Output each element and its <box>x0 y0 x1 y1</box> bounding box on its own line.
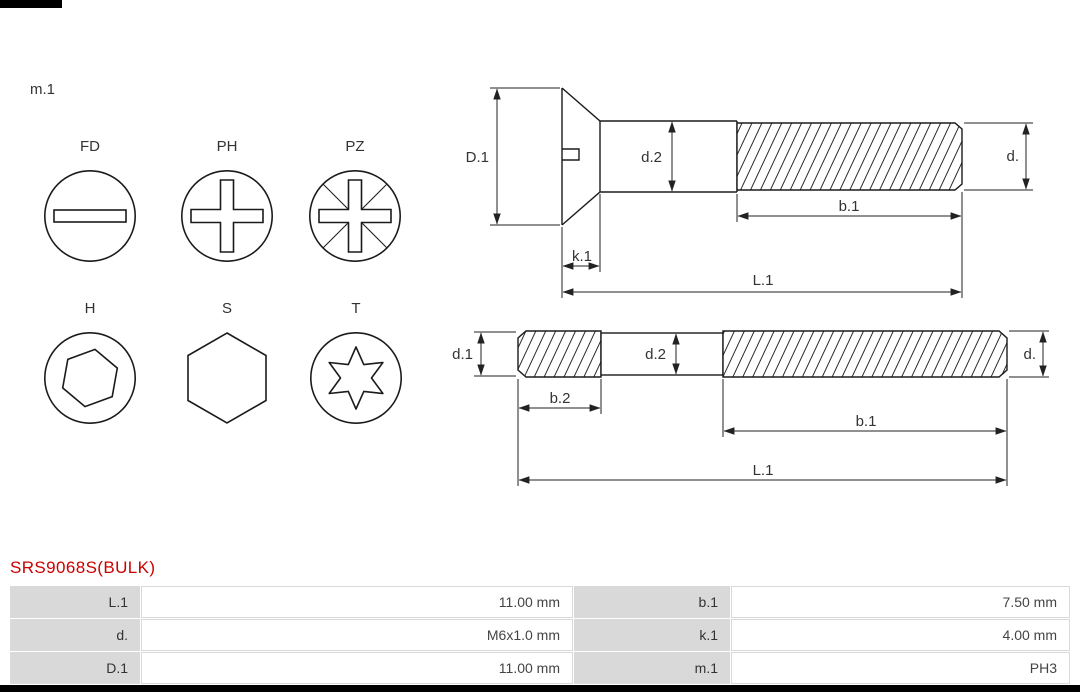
spec-value-m1: PH3 <box>731 652 1070 684</box>
hex-head-icon <box>187 332 267 424</box>
spec-label-d: d. <box>10 619 140 651</box>
logo-fragment <box>0 0 62 8</box>
spec-label-m1: m.1 <box>574 652 730 684</box>
dim-label-d-bottom: d. <box>1023 346 1036 363</box>
dim-label-L1-bottom: L.1 <box>753 462 774 479</box>
drive-type-fd-label: FD <box>80 138 100 155</box>
dim-label-d1: d.1 <box>452 346 473 363</box>
dim-label-d-top: d. <box>1006 148 1019 165</box>
drive-type-pz-label: PZ <box>345 138 365 155</box>
spec-label-b1: b.1 <box>574 586 730 618</box>
stud-dimensions <box>474 330 1049 486</box>
countersunk-screw-outline <box>561 87 963 226</box>
spec-value-d: M6x1.0 mm <box>141 619 573 651</box>
stud-labels: d.1 d.2 d. b.2 b.1 L.1 <box>452 346 1036 479</box>
dim-label-d2-top: d.2 <box>641 149 662 166</box>
drive-type-s-label: S <box>221 300 232 317</box>
spec-value-L1: 11.00 mm <box>141 586 573 618</box>
phillips-drive-icon <box>180 169 274 263</box>
countersunk-screw-dimensions <box>490 87 1033 298</box>
dim-label-b2: b.2 <box>550 390 571 407</box>
dim-label-L1-top: L.1 <box>753 272 774 289</box>
dim-label-d2-bottom: d.2 <box>645 346 666 363</box>
dim-label-D1: D.1 <box>466 149 489 166</box>
pozidriv-drive-icon <box>308 169 402 263</box>
spec-label-D1: D.1 <box>10 652 140 684</box>
spec-table: L.1 11.00 mm b.1 7.50 mm d. M6x1.0 mm k.… <box>10 586 1070 684</box>
drive-type-t-label: T <box>351 300 361 317</box>
stud-outline <box>517 330 1008 378</box>
drive-type-pz: PZ <box>308 139 402 263</box>
spec-value-k1: 4.00 mm <box>731 619 1070 651</box>
drive-group-label: m.1 <box>30 81 56 98</box>
screw-dimension-diagram: D.1 d.2 d. b.1 k.1 L.1 <box>452 87 1049 486</box>
drive-type-ph: PH <box>180 139 274 263</box>
product-code: SRS9068S(BULK) <box>10 558 156 577</box>
drive-type-fd: FD <box>43 139 137 263</box>
dim-label-k1: k.1 <box>572 248 592 265</box>
flat-slot-drive-icon <box>43 169 137 263</box>
hex-socket-drive-icon <box>43 331 137 425</box>
countersunk-screw-labels: D.1 d.2 d. b.1 k.1 L.1 <box>466 148 1019 289</box>
dim-label-b1-top: b.1 <box>839 198 860 215</box>
spec-label-L1: L.1 <box>10 586 140 618</box>
torx-drive-icon <box>309 331 403 425</box>
bottom-bar <box>0 685 1080 692</box>
spec-value-D1: 11.00 mm <box>141 652 573 684</box>
spec-value-b1: 7.50 mm <box>731 586 1070 618</box>
drive-type-h-label: H <box>84 300 96 317</box>
spec-label-k1: k.1 <box>574 619 730 651</box>
drive-type-s: S <box>180 301 274 425</box>
dim-label-b1-bottom: b.1 <box>856 413 877 430</box>
drive-type-h: H <box>43 301 137 425</box>
drive-type-t: T <box>309 301 403 425</box>
drive-type-ph-label: PH <box>216 138 238 155</box>
